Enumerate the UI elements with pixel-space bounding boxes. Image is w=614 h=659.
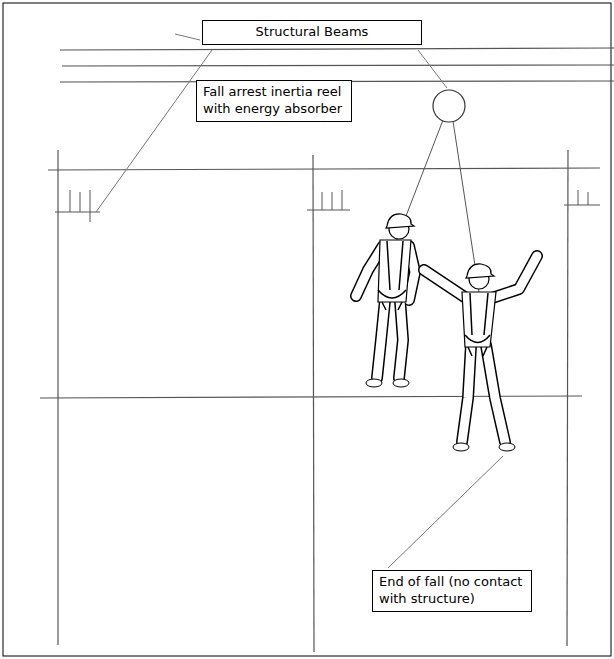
worker-limbs [424, 256, 537, 442]
callout-box: Structural Beams [202, 20, 422, 45]
callout-text: Fall arrest inertia reel with energy abs… [203, 84, 345, 118]
harness [378, 241, 406, 310]
shoe [366, 379, 382, 387]
column-line [313, 155, 314, 652]
leader-line [175, 34, 200, 40]
column-line [567, 150, 568, 646]
leader-line [388, 456, 503, 568]
harness [465, 293, 490, 356]
inertia-reel [433, 90, 465, 122]
shoe [453, 443, 469, 451]
worker-torso [462, 292, 496, 347]
helmet [386, 214, 414, 228]
leader-line [96, 50, 212, 212]
callout-box: Fall arrest inertia reel with energy abs… [196, 80, 352, 122]
leader-lines [96, 34, 503, 568]
bracket [307, 190, 350, 210]
column-brackets [55, 190, 600, 222]
worker-standing [356, 214, 415, 387]
worker-torso [378, 240, 411, 302]
shoe [393, 379, 409, 387]
beam-line [62, 65, 614, 66]
bracket [55, 190, 100, 222]
helmet [466, 264, 494, 278]
structural-beams [40, 48, 614, 398]
callout-text: End of fall (no contact with structure) [379, 574, 525, 608]
worker-suspended [424, 256, 537, 451]
beam-line [48, 168, 600, 170]
bracket [564, 190, 600, 205]
beam-line [60, 48, 614, 50]
columns [58, 150, 568, 652]
callout-text: Structural Beams [209, 24, 415, 41]
shoe [499, 443, 515, 451]
worker-limbs-outline [424, 256, 537, 442]
leader-line [418, 50, 447, 88]
callout-box: End of fall (no contact with structure) [372, 570, 532, 612]
frame-border [3, 3, 611, 656]
column-line [57, 150, 58, 645]
